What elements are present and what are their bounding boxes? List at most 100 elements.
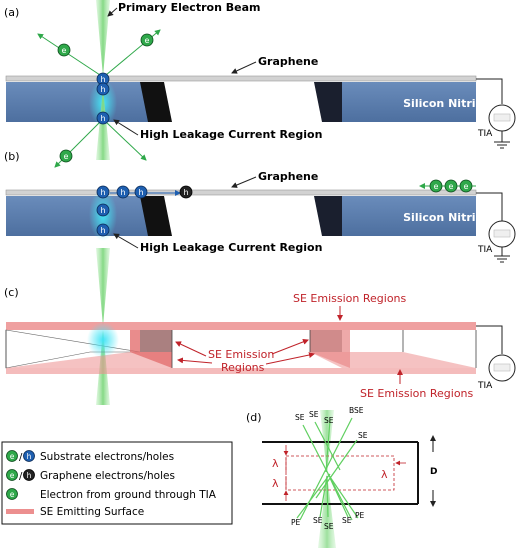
- svg-text:e: e: [10, 490, 15, 499]
- hole-icon: h: [96, 203, 110, 217]
- hole-icon: h: [96, 72, 110, 86]
- svg-text:h: h: [120, 188, 125, 197]
- svg-text:e: e: [10, 452, 15, 461]
- ray-bottom-5: PE: [355, 511, 365, 520]
- ground-electron-icon: e: [459, 179, 473, 193]
- ray-bottom-3: SE: [324, 522, 334, 531]
- svg-text:e: e: [145, 36, 150, 45]
- legend-item-ground: e Electron from ground through TIA: [6, 488, 217, 501]
- lambda-right: λ: [381, 468, 388, 481]
- svg-text:h: h: [100, 206, 105, 215]
- substrate-right-edge: [314, 82, 342, 122]
- tia-label-a: TIA: [477, 129, 493, 139]
- legend-text-ground: Electron from ground through TIA: [40, 489, 217, 501]
- svg-text:e: e: [64, 152, 69, 161]
- tia-circuit-c: TIA: [476, 325, 516, 391]
- se-escape-depth-box: [285, 455, 395, 491]
- graphene-sheet-b: [5, 189, 477, 196]
- leakage-region-c: [87, 322, 119, 358]
- panel-c-label: (c): [4, 286, 19, 299]
- svg-text:h: h: [100, 75, 105, 84]
- svg-text:e: e: [62, 46, 67, 55]
- legend: e / h Substrate electrons/holes e / h Gr…: [1, 441, 233, 525]
- hole-icon: h: [96, 111, 110, 125]
- substrate-label-a: Silicon Nitride: [403, 97, 491, 110]
- hole-icon: h: [96, 185, 110, 199]
- legend-text-se-surface: SE Emitting Surface: [40, 506, 144, 518]
- graphene-sheet-a: [5, 75, 477, 82]
- electron-icon: e: [59, 149, 73, 163]
- ground-electron-icon: e: [429, 179, 443, 193]
- tia-label-b: TIA: [477, 245, 493, 255]
- svg-text:e: e: [10, 471, 15, 480]
- substrate-left-b: [6, 196, 164, 236]
- panel-b: (b) Silicon Nitride h h h h h: [4, 150, 516, 263]
- electron-icon: e: [57, 43, 71, 57]
- svg-text:e: e: [434, 182, 439, 191]
- ray-top-1: SE: [295, 413, 305, 422]
- se-surface-bottom-left: [6, 352, 172, 368]
- ray-top-2: SE: [309, 410, 319, 419]
- panel-a-label: (a): [4, 6, 19, 19]
- svg-text:h: h: [27, 452, 32, 461]
- graphene-label-b: Graphene: [258, 170, 318, 183]
- svg-text:h: h: [100, 188, 105, 197]
- legend-item-se-surface: SE Emitting Surface: [6, 506, 144, 518]
- beam-top-c: [96, 248, 110, 326]
- legend-item-substrate: e / h Substrate electrons/holes: [6, 450, 174, 463]
- graphene-hole-icon: h: [179, 185, 193, 199]
- graphene-label-a: Graphene: [258, 55, 318, 68]
- ray-bottom-2: SE: [313, 516, 323, 525]
- hole-icon: h: [96, 82, 110, 96]
- ray-bottom-4: SE: [342, 516, 352, 525]
- se-surface-top: [6, 322, 476, 330]
- legend-box: [1, 441, 233, 525]
- ray-top-3: SE: [324, 416, 334, 425]
- svg-text:e: e: [449, 182, 454, 191]
- svg-text:h: h: [183, 188, 188, 197]
- hole-icon: h: [116, 185, 130, 199]
- beam-label: Primary Electron Beam: [118, 1, 260, 14]
- thickness-label: D: [430, 467, 437, 477]
- legend-item-graphene: e / h Graphene electrons/holes: [6, 469, 175, 482]
- svg-text:h: h: [138, 188, 143, 197]
- se-top-label: SE Emission Regions: [293, 292, 407, 305]
- svg-text:/: /: [19, 471, 23, 482]
- se-mid-label-line2: Regions: [221, 361, 265, 374]
- substrate-label-b: Silicon Nitride: [403, 211, 491, 224]
- panel-b-label: (b): [4, 150, 20, 163]
- ray-top-5: SE: [358, 431, 368, 440]
- lambda-bottom: λ: [272, 477, 279, 490]
- substrate-right-b: [342, 196, 476, 236]
- hole-icon: h: [134, 185, 148, 199]
- panel-d-label: (d): [246, 411, 262, 424]
- svg-text:h: h: [100, 114, 105, 123]
- panel-d: (d) SE SE SE BSE SE PE SE SE SE PE: [246, 406, 437, 548]
- beam-top-a: [96, 0, 110, 76]
- hole-icon: h: [96, 223, 110, 237]
- substrate-left: [6, 82, 164, 122]
- ray-bottom-1: PE: [291, 518, 301, 527]
- tia-circuit-a: TIA: [476, 78, 516, 149]
- tia-circuit-b: TIA: [476, 192, 516, 263]
- leakage-label-a: High Leakage Current Region: [140, 128, 322, 141]
- substrate-right: [342, 82, 476, 122]
- panel-c: (c) SE Emission Regions SE Emission Regi…: [4, 248, 516, 405]
- svg-text:/: /: [19, 452, 23, 463]
- panel-a: (a) Silicon Nitride Primary Electron Bea…: [4, 0, 516, 168]
- tia-label-c: TIA: [477, 381, 493, 391]
- svg-text:h: h: [100, 226, 105, 235]
- se-mid-label-line1: SE Emission: [208, 348, 274, 361]
- se-bottom-label: SE Emission Regions: [360, 387, 474, 400]
- lambda-top: λ: [272, 457, 279, 470]
- legend-text-graphene: Graphene electrons/holes: [40, 470, 175, 482]
- ground-electron-icon: e: [444, 179, 458, 193]
- svg-text:e: e: [464, 182, 469, 191]
- se-surface-bottom-right: [310, 352, 476, 368]
- ray-top-4: BSE: [349, 406, 364, 415]
- leakage-label-b: High Leakage Current Region: [140, 241, 322, 254]
- substrate-left-edge: [140, 82, 172, 122]
- svg-text:h: h: [27, 471, 32, 480]
- electron-icon: e: [140, 33, 154, 47]
